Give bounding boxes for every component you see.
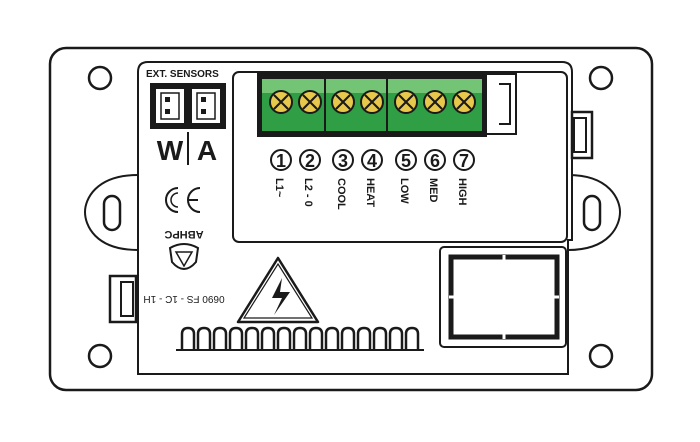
right-slot (582, 194, 602, 232)
model-code: 0690 FS - 1C - 1H (143, 293, 224, 304)
screw-4 (360, 90, 384, 114)
terminal-label-1: L1~ (273, 178, 285, 198)
terminal-label-5: LOW (398, 178, 410, 204)
display-window (439, 246, 567, 348)
screw-1 (269, 90, 293, 114)
screw-2 (298, 90, 322, 114)
terminal-screws (269, 90, 476, 114)
ce-mark-icon (165, 187, 201, 213)
screw-3 (331, 90, 355, 114)
left-slot (102, 194, 122, 232)
terminal-label-3: COOL (335, 178, 347, 210)
terminal-label-6: MED (427, 178, 439, 203)
terminal-number-7: 7 (459, 151, 469, 171)
sensor-letter-w: W (157, 135, 184, 166)
terminal-label-4: HEAT (364, 178, 376, 207)
mounting-hole-bottom-left (87, 343, 113, 369)
right-clip (570, 110, 594, 160)
terminal-number-6: 6 (430, 151, 440, 171)
sensor-connectors (150, 83, 226, 129)
terminal-number-1: 1 (276, 151, 286, 171)
terminal-block (257, 73, 517, 137)
certification-text: ABHPC (164, 228, 203, 240)
screw-7 (452, 90, 476, 114)
sensor-letter-a: A (197, 135, 217, 166)
mounting-hole-bottom-right (588, 343, 614, 369)
screw-5 (394, 90, 418, 114)
terminal-number-4: 4 (367, 151, 377, 171)
vent-comb (180, 326, 420, 350)
ext-sensors-header: EXT. SENSORS (146, 69, 219, 80)
terminal-labels: L1~ L2 - 0 COOL HEAT LOW MED HIGH (273, 178, 468, 210)
terminal-label-2: L2 - 0 (302, 178, 314, 207)
terminal-number-5: 5 (401, 151, 411, 171)
left-clip (108, 274, 138, 324)
mounting-hole-top-left (87, 65, 113, 91)
terminal-label-7: HIGH (456, 178, 468, 206)
terminal-number-2: 2 (305, 151, 315, 171)
high-voltage-warning-icon (236, 256, 320, 324)
eac-mark-icon (168, 243, 200, 270)
screw-6 (423, 90, 447, 114)
mounting-hole-top-right (588, 65, 614, 91)
terminal-numbers: 1 2 3 4 5 6 7 (270, 149, 475, 171)
terminal-number-3: 3 (338, 151, 348, 171)
